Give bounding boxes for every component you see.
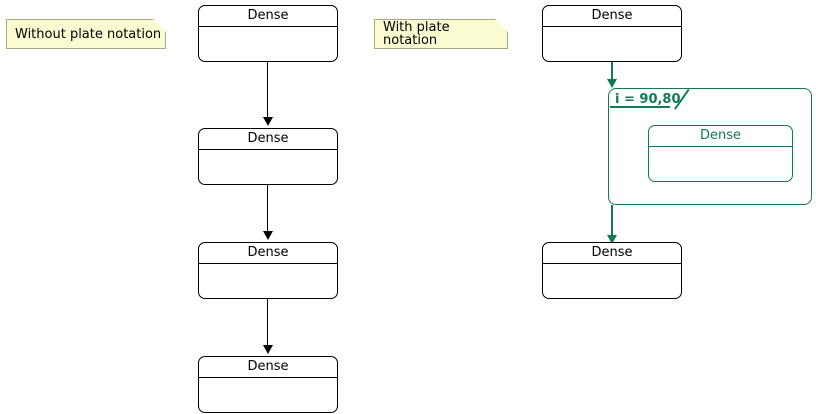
connector-top-to-plate xyxy=(611,62,613,80)
dense-node-3-body: input = (None, 80) output = (None, 70) xyxy=(199,264,337,298)
plate-label-underline xyxy=(610,106,670,108)
plate-dense-node-top[interactable]: Dense input = (None, 100) output = (None… xyxy=(542,5,682,62)
dense-node-3-title: Dense xyxy=(199,243,337,265)
dense-node-1[interactable]: Dense input = (None, 100) output = (None… xyxy=(198,5,338,62)
dense-node-4-body: input = (None, 70) output = (None, 60) xyxy=(199,378,337,412)
note-with-plate-notation: With plate notation xyxy=(374,19,508,49)
connector-2-3 xyxy=(267,185,269,231)
connector-3-4-arrowhead-icon xyxy=(263,345,273,354)
plate-dense-node-bottom-title: Dense xyxy=(543,243,681,265)
plate-dense-node-top-body: input = (None, 100) output = (None, 90) xyxy=(543,27,681,61)
connector-3-4 xyxy=(267,299,269,345)
dense-node-3[interactable]: Dense input = (None, 80) output = (None,… xyxy=(198,242,338,299)
note-without-plate-notation-label: Without plate notation xyxy=(15,26,162,42)
connector-plate-to-bottom xyxy=(611,205,613,236)
connector-1-2 xyxy=(267,62,269,118)
dense-node-4[interactable]: Dense input = (None, 70) output = (None,… xyxy=(198,356,338,413)
note-with-plate-notation-label: With plate notation xyxy=(383,20,450,48)
dense-node-2-title: Dense xyxy=(199,129,337,151)
connector-top-to-plate-arrowhead-icon xyxy=(607,79,617,88)
plate-label: i = 90,80 xyxy=(610,88,690,110)
connector-2-3-arrowhead-icon xyxy=(263,231,273,240)
dense-node-1-body: input = (None, 100) output = (None, 90) xyxy=(199,27,337,61)
note-fold-icon-2 xyxy=(495,19,508,32)
plate-dense-node-inner-body: input = (None, i) output = (None, i-10) xyxy=(649,147,792,181)
connector-plate-to-bottom-arrowhead-icon xyxy=(607,235,617,244)
connector-1-2-arrowhead-icon xyxy=(263,117,273,126)
dense-node-1-title: Dense xyxy=(199,6,337,28)
dense-node-2[interactable]: Dense input = (None, 90) output = (None,… xyxy=(198,128,338,185)
plate-dense-node-bottom-body: input = (None, 70) output = (None, 60) xyxy=(543,264,681,298)
note-without-plate-notation: Without plate notation xyxy=(6,19,166,49)
note-fold-icon xyxy=(153,19,166,32)
plate-dense-node-inner-title: Dense xyxy=(649,126,792,148)
plate-dense-node-bottom[interactable]: Dense input = (None, 70) output = (None,… xyxy=(542,242,682,299)
plate-dense-node-top-title: Dense xyxy=(543,6,681,28)
dense-node-4-title: Dense xyxy=(199,357,337,379)
plate-dense-node-inner[interactable]: Dense input = (None, i) output = (None, … xyxy=(648,125,793,182)
plate-frame xyxy=(608,88,812,205)
plate-label-text: i = 90,80 xyxy=(615,91,681,107)
dense-node-2-body: input = (None, 90) output = (None, 80) xyxy=(199,150,337,184)
